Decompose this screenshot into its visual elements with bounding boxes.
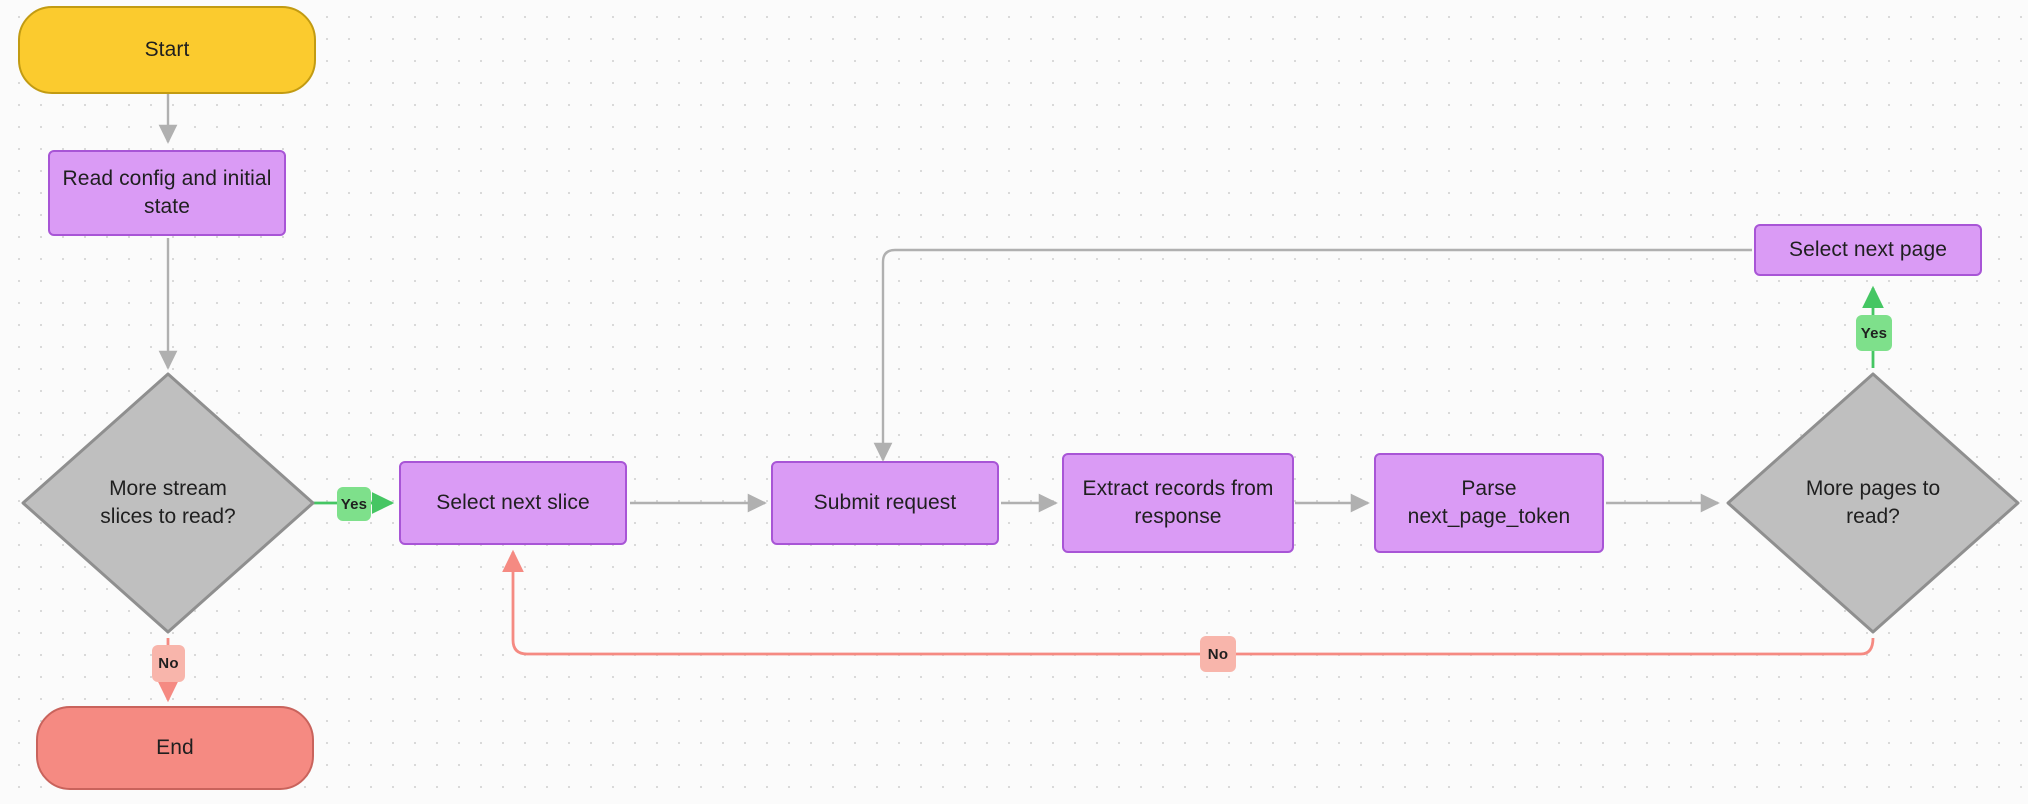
- edge-label-slices-yes: Yes: [337, 487, 371, 521]
- node-read-config[interactable]: Read config and initial state: [48, 150, 286, 236]
- node-read-config-label: Read config and initial state: [63, 165, 272, 220]
- node-start-label: Start: [144, 38, 190, 62]
- edge-label-slices-yes-text: Yes: [340, 495, 368, 513]
- more-stream-slices-diamond-icon: [21, 372, 315, 634]
- more-pages-to-read-diamond-icon: [1726, 372, 2020, 634]
- node-select-next-slice-label: Select next slice: [436, 491, 590, 515]
- edge-label-pages-yes: Yes: [1856, 315, 1892, 351]
- edge-more-pages-no-to-select-slice-loop: [502, 549, 1875, 656]
- node-end-label: End: [156, 736, 194, 760]
- node-select-next-page[interactable]: Select next page: [1754, 224, 1982, 276]
- node-submit-request[interactable]: Submit request: [771, 461, 999, 545]
- node-parse-next-page-token-label: Parse next_page_token: [1408, 475, 1571, 530]
- edge-label-pages-yes-text: Yes: [1860, 324, 1888, 342]
- node-extract-records[interactable]: Extract records from response: [1062, 453, 1294, 553]
- node-more-stream-slices[interactable]: More stream slices to read?: [20, 371, 316, 635]
- edge-select-page-to-submit-loop: [873, 248, 1752, 462]
- parse-line-2: next_page_token: [1407, 505, 1571, 528]
- node-parse-next-page-token[interactable]: Parse next_page_token: [1374, 453, 1604, 553]
- node-end[interactable]: End: [36, 706, 314, 790]
- node-more-pages-to-read[interactable]: More pages to read?: [1725, 371, 2021, 635]
- node-submit-request-label: Submit request: [813, 491, 957, 515]
- node-extract-records-label: Extract records from response: [1082, 475, 1273, 530]
- extract-line-2: response: [1134, 505, 1222, 528]
- read-config-line-1: Read config and initial: [62, 167, 272, 191]
- node-select-next-page-label: Select next page: [1788, 238, 1948, 262]
- edge-label-slices-no-text: No: [158, 655, 179, 672]
- edge-label-pages-no-text: No: [1207, 645, 1229, 663]
- parse-line-1: Parse: [1461, 477, 1517, 501]
- edge-label-pages-no: No: [1200, 636, 1236, 672]
- read-config-line-2: state: [143, 195, 191, 218]
- extract-line-1: Extract records from: [1082, 477, 1274, 501]
- node-start[interactable]: Start: [18, 6, 316, 94]
- node-select-next-slice[interactable]: Select next slice: [399, 461, 627, 545]
- edge-label-slices-no: No: [152, 645, 185, 682]
